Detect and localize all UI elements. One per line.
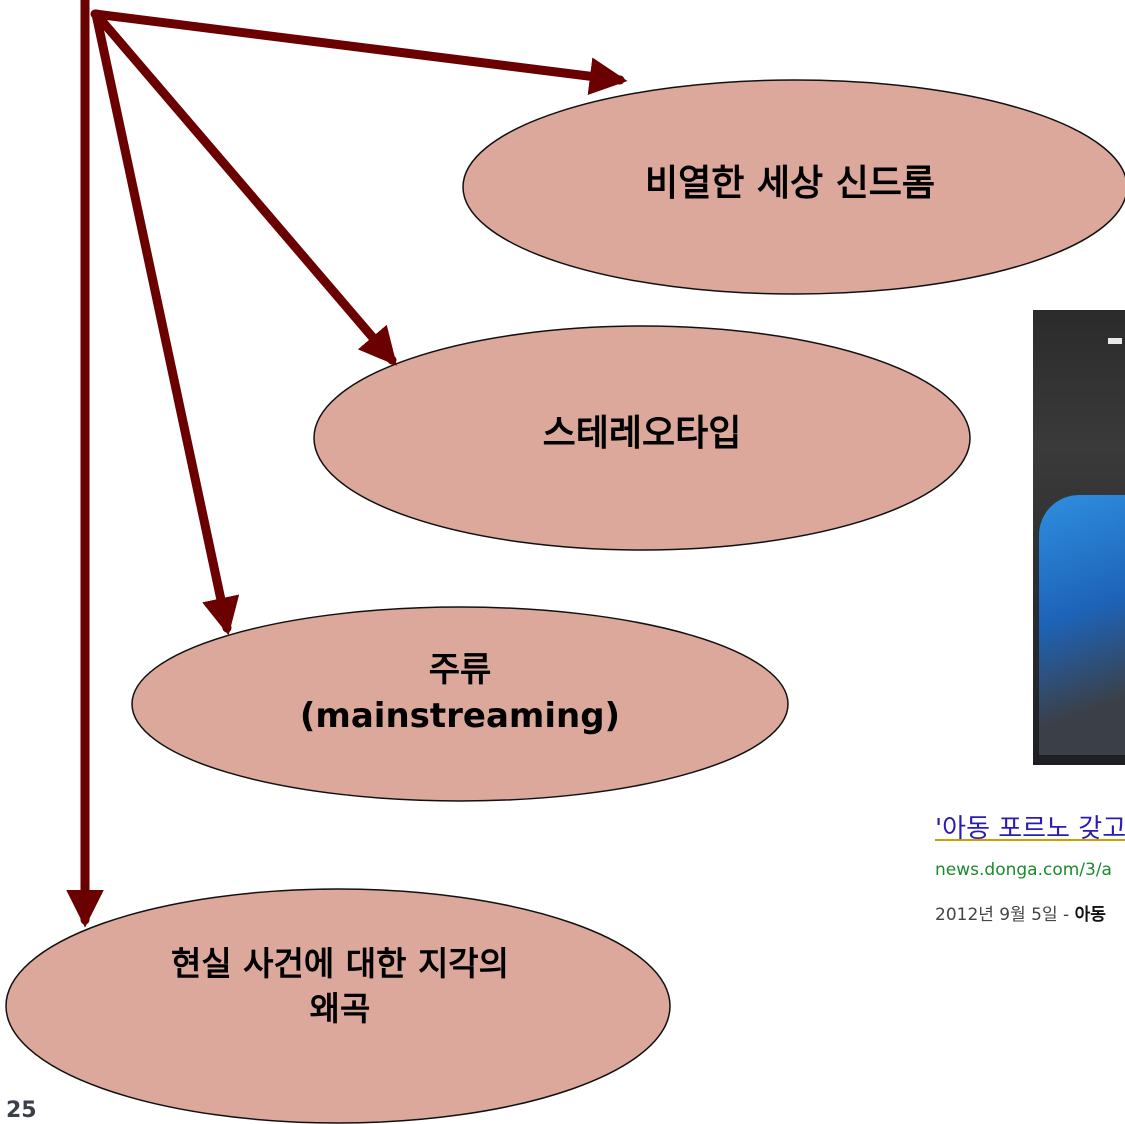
person-jacket xyxy=(1039,495,1125,755)
arrow-to-mainstreaming xyxy=(91,9,240,636)
news-headline-link[interactable]: '아동 포르노 갖고 xyxy=(935,814,1125,844)
ceiling-light xyxy=(1108,338,1122,344)
ellipse-distortion xyxy=(5,888,671,1124)
news-date: 2012년 9월 5일 - 아동 xyxy=(935,900,1106,925)
label-mainstreaming: 주류 (mainstreaming) xyxy=(220,648,700,740)
label-mean-world: 비열한 세상 신드롬 xyxy=(644,163,936,204)
label-stereotype: 스테레오타입 xyxy=(542,413,742,454)
page-number: 25 xyxy=(6,1098,37,1123)
news-date-text: 2012년 9월 5일 - xyxy=(935,905,1075,925)
news-photo xyxy=(1033,310,1125,765)
arrow-to-stereotype xyxy=(91,9,397,366)
label-distortion-line1: 현실 사건에 대한 지각의 xyxy=(170,944,510,983)
arrow-to-mean-world xyxy=(90,9,628,95)
news-url: news.donga.com/3/a xyxy=(935,860,1112,880)
label-mainstreaming-line2: (mainstreaming) xyxy=(299,695,621,736)
label-distortion-line2: 왜곡 xyxy=(309,988,371,1028)
label-distortion: 현실 사건에 대한 지각의 왜곡 xyxy=(40,942,640,1031)
label-mainstreaming-line1: 주류 xyxy=(428,650,492,690)
ellipse-mean-world xyxy=(462,79,1125,295)
news-snippet-bold: 아동 xyxy=(1074,905,1106,925)
ellipse-stereotype xyxy=(313,325,971,551)
ellipse-mainstreaming xyxy=(131,606,789,802)
